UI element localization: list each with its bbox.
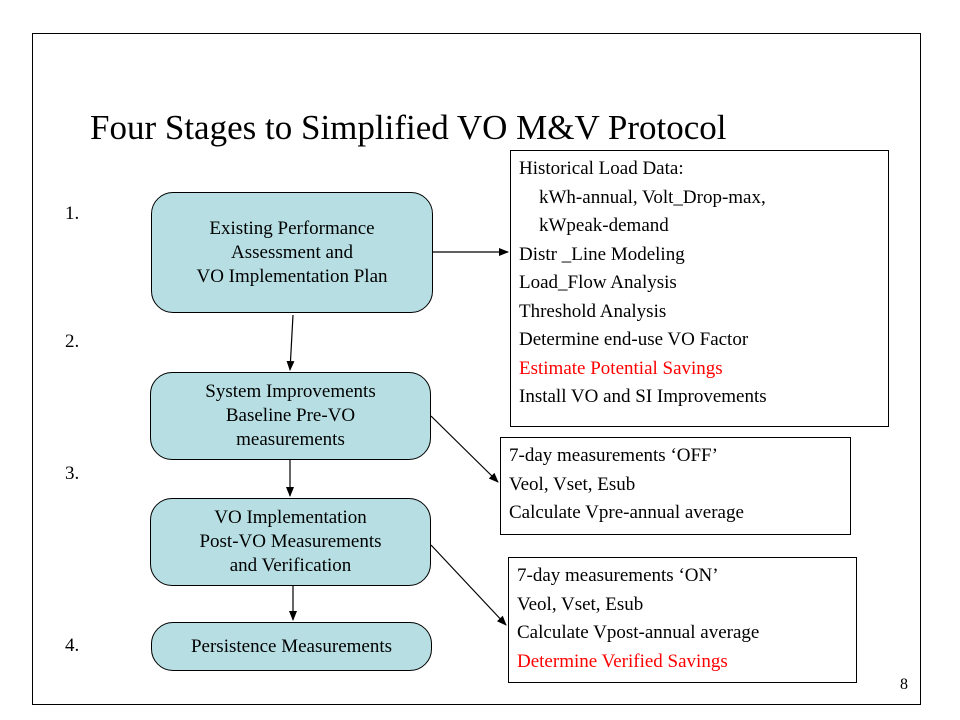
stage-number-2: 2. xyxy=(65,331,80,352)
on-line-3: Calculate Vpost-annual average xyxy=(517,622,760,643)
stage-box-existing-assessment: Existing Performance Assessment and VO I… xyxy=(151,192,433,313)
stage-3-line-3: and Verification xyxy=(229,555,352,576)
slide-title: Four Stages to Simplified VO M&V Protoco… xyxy=(90,108,727,147)
stage-1-line-2: Assessment and xyxy=(231,241,353,263)
stage-box-vo-implementation: VO Implementation Post-VO Measurements a… xyxy=(150,498,431,586)
stage-1-line-3: VO Implementation Plan xyxy=(196,265,388,287)
on-line-4: Determine Verified Savings xyxy=(517,650,728,672)
stage-2-line-3: measurements xyxy=(236,429,345,450)
stage-3-line-1: VO Implementation xyxy=(214,507,367,528)
off-line-2: Veol, Vset, Esub xyxy=(509,473,636,495)
stage-box-persistence: Persistence Measurements xyxy=(151,622,432,671)
on-measurements-box: 7-day measurements ‘ON’ Veol, Vset, Esub… xyxy=(508,557,857,683)
stage-2-line-2: Baseline Pre-VO xyxy=(225,405,356,426)
historical-line-8: Estimate Potential Savings xyxy=(519,357,723,379)
arrow-stage-1-to-2 xyxy=(286,314,295,371)
stage-number-1: 1. xyxy=(65,203,80,224)
arrow-to-on-box xyxy=(430,544,507,626)
stage-number-3: 3. xyxy=(65,463,80,484)
off-line-1: 7-day measurements ‘OFF’ xyxy=(509,445,718,466)
stage-4-line-1: Persistence Measurements xyxy=(190,635,393,657)
stage-number-4: 4. xyxy=(65,635,80,656)
on-line-2: Veol, Vset, Esub xyxy=(517,593,644,615)
arrow-to-off-box xyxy=(430,415,499,483)
historical-line-6: Threshold Analysis xyxy=(519,300,667,322)
on-line-1: 7-day measurements ‘ON’ xyxy=(517,565,719,586)
off-measurements-box: 7-day measurements ‘OFF’ Veol, Vset, Esu… xyxy=(500,437,851,535)
historical-line-7: Determine end-use VO Factor xyxy=(519,329,749,350)
stage-3-line-2: Post-VO Measurements xyxy=(199,531,382,552)
historical-line-1: Historical Load Data: xyxy=(519,158,684,179)
historical-line-5: Load_Flow Analysis xyxy=(519,272,677,293)
historical-line-4: Distr _Line Modeling xyxy=(519,243,685,265)
stage-1-line-1: Existing Performance xyxy=(209,217,375,239)
off-line-3: Calculate Vpre-annual average xyxy=(509,502,744,523)
stage-2-line-1: System Improvements xyxy=(205,381,376,402)
slide-frame xyxy=(32,33,921,705)
historical-line-9: Install VO and SI Improvements xyxy=(519,386,767,407)
historical-line-3: kWpeak-demand xyxy=(539,215,669,236)
page-number: 8 xyxy=(900,676,908,693)
historical-line-2: kWh-annual, Volt_Drop-max, xyxy=(539,186,766,208)
historical-load-data-box: Historical Load Data: kWh-annual, Volt_D… xyxy=(510,150,889,427)
stage-box-system-improvements: System Improvements Baseline Pre-VO meas… xyxy=(150,372,431,460)
